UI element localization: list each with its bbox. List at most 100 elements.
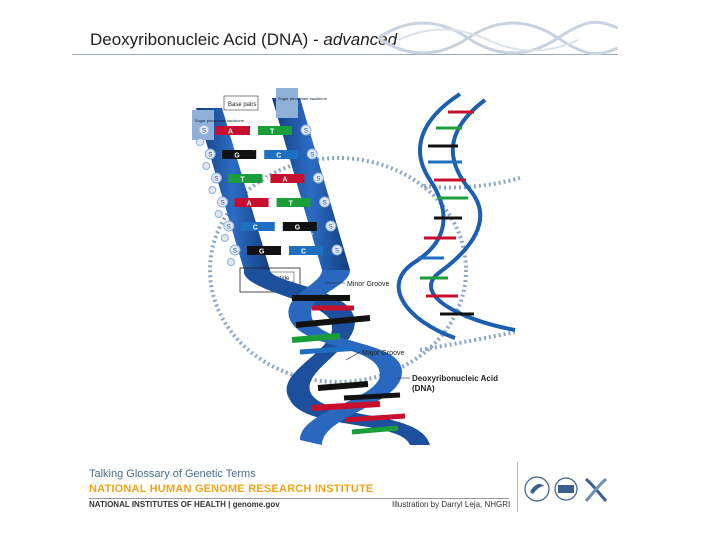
base-right — [264, 150, 299, 159]
dna-label-line2: (DNA) — [412, 384, 435, 393]
base-pair-label: Base pair — [292, 232, 313, 238]
sugar-letter: S — [323, 201, 327, 207]
sugar-marker — [198, 124, 210, 136]
hydrogen-bond — [261, 153, 264, 156]
sugar-letter: S — [221, 201, 225, 207]
base-letter: C — [301, 249, 306, 256]
nucleotide-box — [239, 267, 301, 293]
page-title: Deoxyribonucleic Acid (DNA) - advanced — [90, 30, 397, 50]
sugar-phosphate-left-label: Sugar phosphate backbone — [195, 118, 245, 123]
base-left — [216, 126, 250, 135]
base-right — [270, 174, 305, 183]
hydrogen-bond — [253, 129, 255, 132]
hydrogen-bond — [269, 201, 271, 204]
hhs-eagle-icon — [524, 476, 550, 502]
base-letter: T — [289, 201, 294, 208]
hydrogen-bond — [286, 249, 288, 252]
footer-rule — [89, 498, 509, 499]
hydrogen-bond — [259, 153, 261, 156]
major-groove-leader — [345, 351, 361, 361]
base-letter: C — [253, 225, 258, 232]
base-left — [228, 174, 263, 183]
hydrogen-bond — [284, 249, 286, 252]
sugar-marker — [210, 172, 222, 184]
phosphate-marker — [227, 258, 235, 266]
dna-label-line1: Deoxyribonucleic Acid — [412, 374, 498, 383]
sugar-marker — [306, 148, 318, 160]
sugar-marker — [223, 220, 235, 232]
footer-logos — [524, 476, 608, 502]
sugar-letter: S — [316, 177, 320, 183]
circle-connector-bottom — [419, 330, 516, 352]
base-right — [276, 198, 311, 207]
phosphate-marker — [214, 210, 223, 218]
footer-divider — [517, 462, 518, 512]
footer-institute: NATIONAL HUMAN GENOME RESEARCH INSTITUTE — [89, 483, 374, 495]
base-left — [240, 222, 275, 231]
sugar-marker — [204, 148, 216, 160]
base-right — [282, 222, 317, 231]
footer-credit: Illustration by Darryl Leja, NHGRI — [392, 500, 511, 509]
sugar-marker — [300, 124, 312, 136]
hydrogen-bond — [265, 177, 268, 180]
sugar-letter: S — [233, 249, 237, 255]
hydrogen-bond — [282, 249, 284, 252]
base-left — [234, 198, 269, 207]
sugar-letter: S — [208, 153, 212, 159]
base-pairs-box — [223, 95, 259, 111]
nhgri-dna-logo-icon — [584, 477, 608, 502]
phosphate-marker — [220, 234, 229, 242]
phosphate-marker — [196, 138, 204, 146]
base-letter: A — [282, 177, 287, 184]
sugar-letter: S — [202, 129, 206, 135]
hydrogen-bond — [268, 177, 270, 180]
sugar-marker — [331, 244, 343, 256]
small-double-helix — [396, 92, 516, 340]
base-right — [289, 246, 323, 255]
sugar-letter: S — [227, 225, 231, 231]
sugar-phosphate-right-label: Sugar phosphate backbone — [278, 96, 328, 101]
phosphate-marker — [202, 162, 211, 170]
footer-nih: NATIONAL INSTITUTES OF HEALTH | genome.g… — [89, 500, 280, 509]
title-main: Deoxyribonucleic Acid (DNA) - — [90, 30, 324, 49]
base-letter: G — [234, 153, 240, 160]
sugar-marker — [325, 220, 337, 232]
minor-groove-label: Minor Groove — [347, 281, 390, 288]
hydrogen-bond — [271, 201, 274, 204]
hydrogen-bond — [263, 177, 265, 180]
base-letter: C — [276, 153, 281, 160]
sugar-marker — [217, 196, 229, 208]
phosphate-marker — [208, 186, 217, 194]
hydrogen-bond — [275, 225, 278, 228]
sugar-marker — [312, 172, 324, 184]
title-underline — [72, 54, 618, 55]
title-dna-waves-icon — [378, 20, 618, 56]
sugar-letter: S — [304, 129, 308, 135]
base-letter: G — [295, 225, 301, 232]
hydrogen-bond — [255, 129, 257, 132]
sugar-letter: S — [329, 225, 333, 231]
base-right — [258, 126, 292, 135]
major-groove-label: Major Groove — [362, 350, 405, 357]
base-left — [222, 150, 257, 159]
base-letter: T — [240, 177, 245, 184]
footer-glossary-title: Talking Glossary of Genetic Terms — [89, 468, 256, 480]
sugar-marker — [319, 196, 331, 208]
hydrogen-bond — [251, 129, 253, 132]
hydrogen-bond — [280, 225, 282, 228]
nih-logo-icon — [554, 477, 578, 501]
base-letter: A — [228, 129, 233, 136]
twisted-helix — [243, 270, 430, 445]
base-letter: A — [247, 201, 252, 208]
hydrogen-bond — [278, 225, 280, 228]
hydrogen-bond — [257, 153, 259, 156]
base-left — [247, 246, 281, 255]
footer: Talking Glossary of Genetic Terms NATION… — [72, 462, 618, 512]
title-emphasis: advanced — [323, 30, 398, 49]
magnify-circle — [208, 156, 468, 384]
sugar-marker — [229, 244, 241, 256]
hydrogen-bond — [274, 201, 276, 204]
base-letter: T — [270, 129, 275, 136]
